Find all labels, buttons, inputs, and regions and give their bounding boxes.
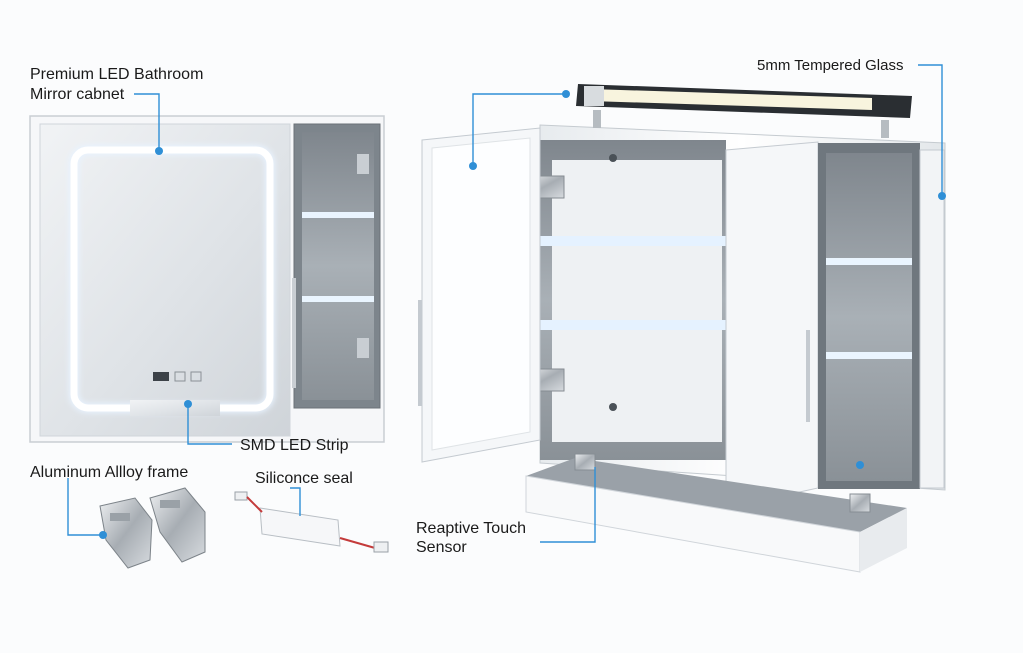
frame-label: Aluminum Allloy frame	[30, 464, 189, 481]
base-panel	[525, 453, 907, 573]
seal-label: Siliconce seal	[255, 470, 353, 487]
closed-cabinet	[29, 115, 385, 443]
open-cabinet	[418, 124, 946, 509]
glass-label: 5mm Tempered Glass	[757, 57, 904, 74]
sensor-label-line-1: Reaptive Touch	[416, 520, 526, 537]
callout-lines	[67, 64, 943, 543]
led-strip-icon	[562, 84, 912, 138]
led-driver-icon	[234, 491, 389, 553]
smd-strip-label: SMD LED Strip	[240, 437, 349, 454]
hinge-icon	[99, 487, 206, 569]
touch-sensor-icon	[153, 371, 202, 382]
sensor-label-line-2: Sensor	[416, 539, 467, 556]
title-line-2: Mirror cabnet	[30, 86, 125, 103]
title-line-1: Premium LED Bathroom	[30, 66, 204, 83]
